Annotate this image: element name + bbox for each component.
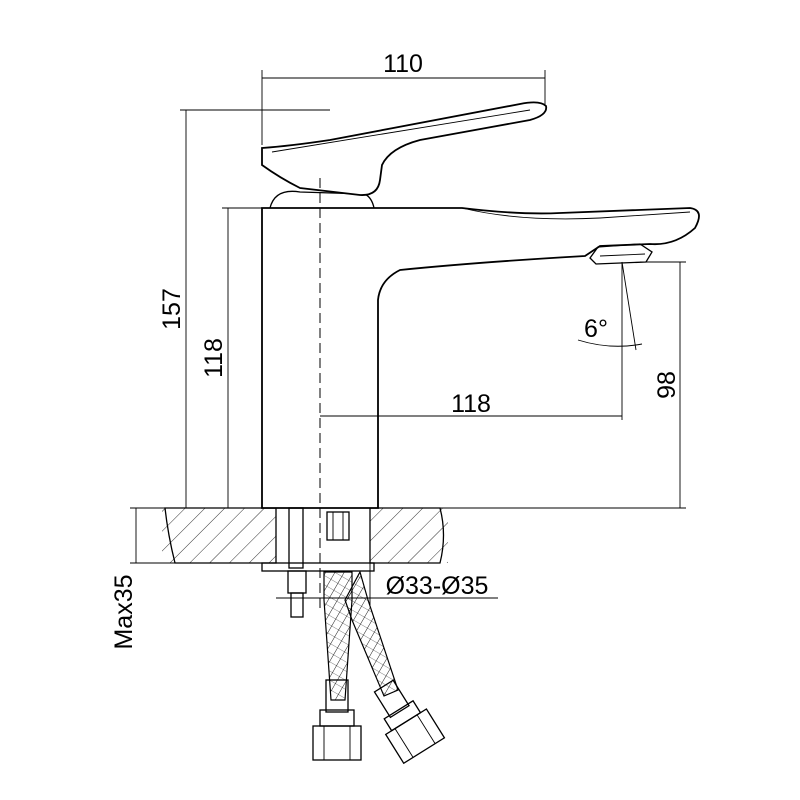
- countertop-section: [162, 507, 448, 564]
- faucet-body: [261, 190, 700, 509]
- dim-height-body: 118: [200, 338, 228, 378]
- dim-max-thickness: Max35: [110, 574, 138, 649]
- dim-hole-diameter: Ø33-Ø35: [386, 572, 489, 600]
- mounting-hardware: [261, 507, 446, 765]
- dimension-lines: [130, 70, 686, 605]
- lever-handle: [261, 101, 548, 196]
- dim-height-total: 157: [158, 288, 186, 330]
- dim-spout-angle: 6°: [584, 315, 608, 343]
- dim-width-top: 110: [383, 50, 423, 78]
- dim-spout-height: 98: [653, 371, 681, 399]
- dim-spout-reach: 118: [451, 390, 491, 418]
